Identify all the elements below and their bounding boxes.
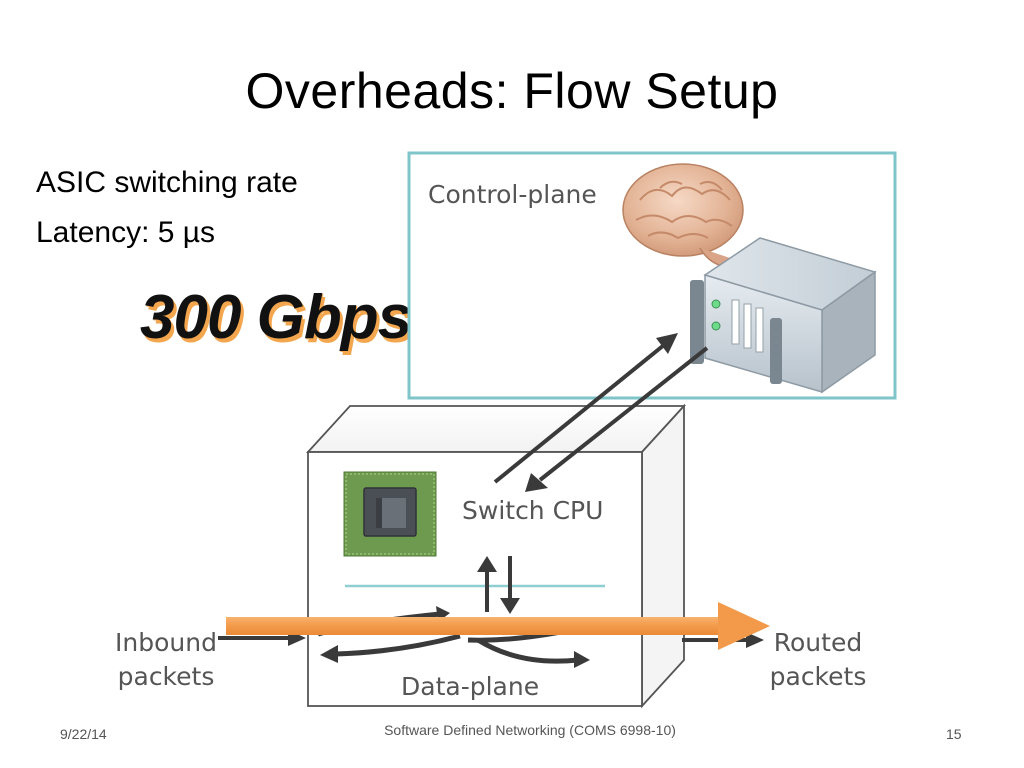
routed-packets-label: Routed packets: [766, 626, 870, 694]
cpu-dataplane-arrows: [477, 556, 520, 614]
control-channel-arrows: [493, 333, 709, 492]
footer-page-number: 15: [946, 726, 962, 742]
slide-title: Overheads: Flow Setup: [245, 63, 779, 119]
server-icon: [690, 237, 877, 394]
routed-label-line-2: packets: [769, 662, 867, 691]
switch-cpu-label: Switch CPU: [462, 496, 604, 525]
inbound-label-line-1: Inbound: [115, 628, 217, 657]
throughput-highlight: 300 Gbps: [140, 283, 412, 352]
asic-chip-icon: [343, 471, 437, 557]
asic-fast-path-arrow: [226, 602, 770, 650]
latency-line: Latency: 5 µs: [36, 216, 216, 249]
asic-rate-line: ASIC switching rate: [36, 166, 298, 199]
footer-date: 9/22/14: [60, 726, 107, 742]
brain-icon: [622, 163, 744, 268]
inbound-packets-label: Inbound packets: [110, 626, 222, 694]
inbound-label-line-2: packets: [117, 662, 215, 691]
routed-label-line-1: Routed: [773, 628, 863, 657]
data-plane-label: Data-plane: [401, 672, 540, 701]
control-plane-label: Control-plane: [428, 180, 597, 209]
footer-course: Software Defined Networking (COMS 6998-1…: [384, 722, 676, 738]
